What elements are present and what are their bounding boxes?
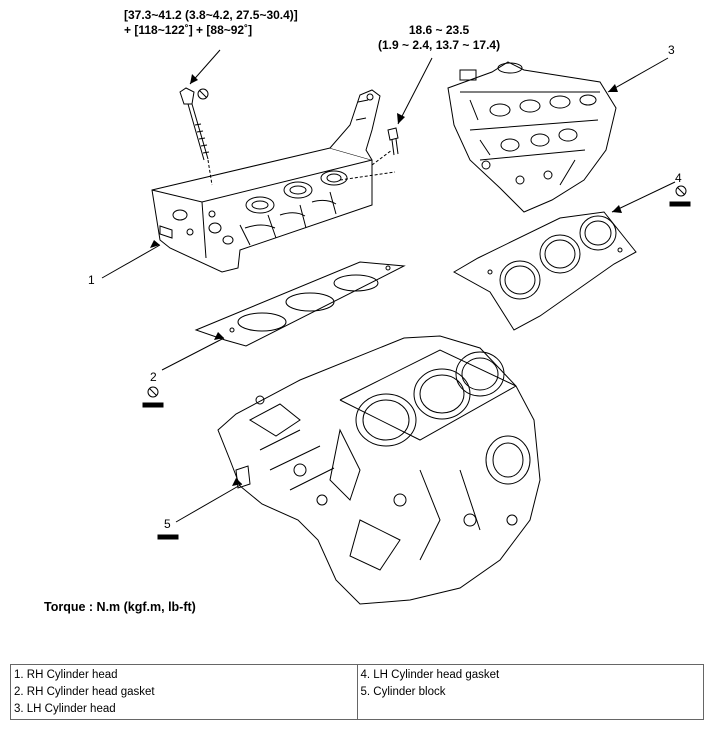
lh-cylinder-head-gasket — [452, 211, 637, 331]
legend-item: 5. Cylinder block — [360, 686, 446, 698]
small-bolt — [387, 127, 399, 156]
legend-item: 1. RH Cylinder head — [14, 669, 118, 681]
do-not-reuse-icon-2 — [147, 386, 159, 398]
rh-cylinder-head — [151, 89, 396, 273]
do-not-reuse-icon-1 — [197, 88, 209, 100]
callout-4: 4 — [675, 171, 682, 185]
head-bolt — [179, 87, 213, 186]
leader-lines — [101, 49, 676, 523]
torque-spec-2-line2: (1.9 ~ 2.4, 13.7 ~ 17.4) — [378, 38, 501, 52]
sealant-icon-4 — [669, 201, 691, 207]
callout-2: 2 — [150, 370, 157, 384]
rh-cylinder-head-gasket — [194, 261, 406, 347]
torque-spec-1: [37.3~41.2 (3.8~4.2, 27.5~30.4)] + [118~… — [124, 8, 298, 38]
do-not-reuse-icon-4 — [675, 185, 687, 197]
callout-1: 1 — [88, 273, 95, 287]
legend-column-left: 1. RH Cylinder head 2. RH Cylinder head … — [11, 665, 357, 719]
torque-spec-2-line1: 18.6 ~ 23.5 — [408, 23, 470, 37]
sealant-icon-2 — [142, 402, 164, 408]
legend-item: 3. LH Cylinder head — [14, 703, 116, 715]
torque-spec-2: 18.6 ~ 23.5 (1.9 ~ 2.4, 13.7 ~ 17.4) — [378, 23, 500, 53]
callout-3: 3 — [668, 43, 675, 57]
legend-column-right: 4. LH Cylinder head gasket 5. Cylinder b… — [356, 665, 704, 719]
legend-item: 4. LH Cylinder head gasket — [360, 669, 500, 681]
engine-exploded-diagram: 1 2 3 4 5 — [88, 43, 691, 605]
sealant-icon-5 — [157, 534, 179, 540]
torque-spec-1-line1: [37.3~41.2 (3.8~4.2, 27.5~30.4)] — [124, 8, 298, 22]
leader-arrowheads — [150, 74, 622, 486]
parts-legend-table: 1. RH Cylinder head 2. RH Cylinder head … — [10, 664, 704, 720]
callout-5: 5 — [164, 517, 171, 531]
legend-item: 2. RH Cylinder head gasket — [14, 686, 155, 698]
torque-spec-1-line2: + [118~122˚] + [88~92˚] — [124, 23, 253, 37]
torque-unit-note: Torque : N.m (kgf.m, lb-ft) — [44, 600, 196, 614]
lh-cylinder-head — [447, 61, 617, 213]
cylinder-block — [217, 335, 541, 605]
